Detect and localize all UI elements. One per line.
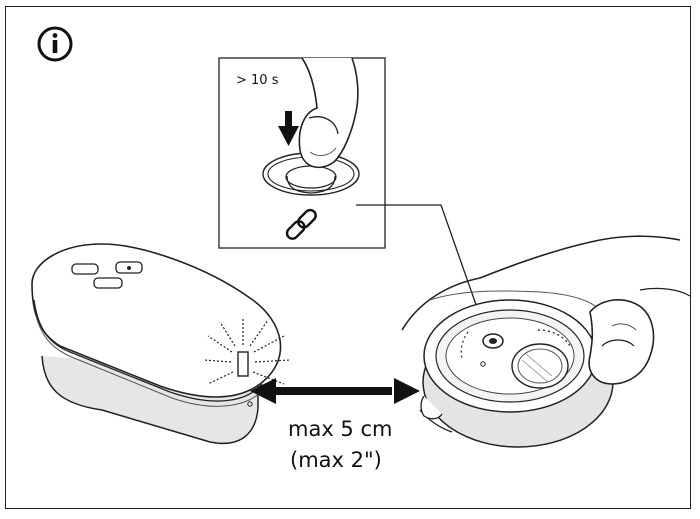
hub-button-1 <box>71 263 99 275</box>
battery-icon <box>511 343 569 389</box>
inset-box <box>218 57 386 249</box>
distance-label-imperial: (max 2") <box>290 448 382 472</box>
blink-rays-icon <box>203 318 291 385</box>
press-duration-label: > 10 s <box>236 73 279 88</box>
hub-button-3 <box>93 277 123 289</box>
holding-hand <box>401 235 691 433</box>
distance-label: max 5 cm <box>288 417 393 441</box>
pressing-finger <box>298 57 359 169</box>
diagram-frame <box>5 6 691 509</box>
remote-device <box>401 235 691 448</box>
info-icon <box>37 26 73 62</box>
link-icon <box>285 208 317 240</box>
pair-button <box>262 152 360 196</box>
hub-device <box>31 243 291 445</box>
press-down-arrow <box>278 111 299 146</box>
distance-arrow <box>250 378 420 404</box>
hub-led <box>237 351 249 377</box>
